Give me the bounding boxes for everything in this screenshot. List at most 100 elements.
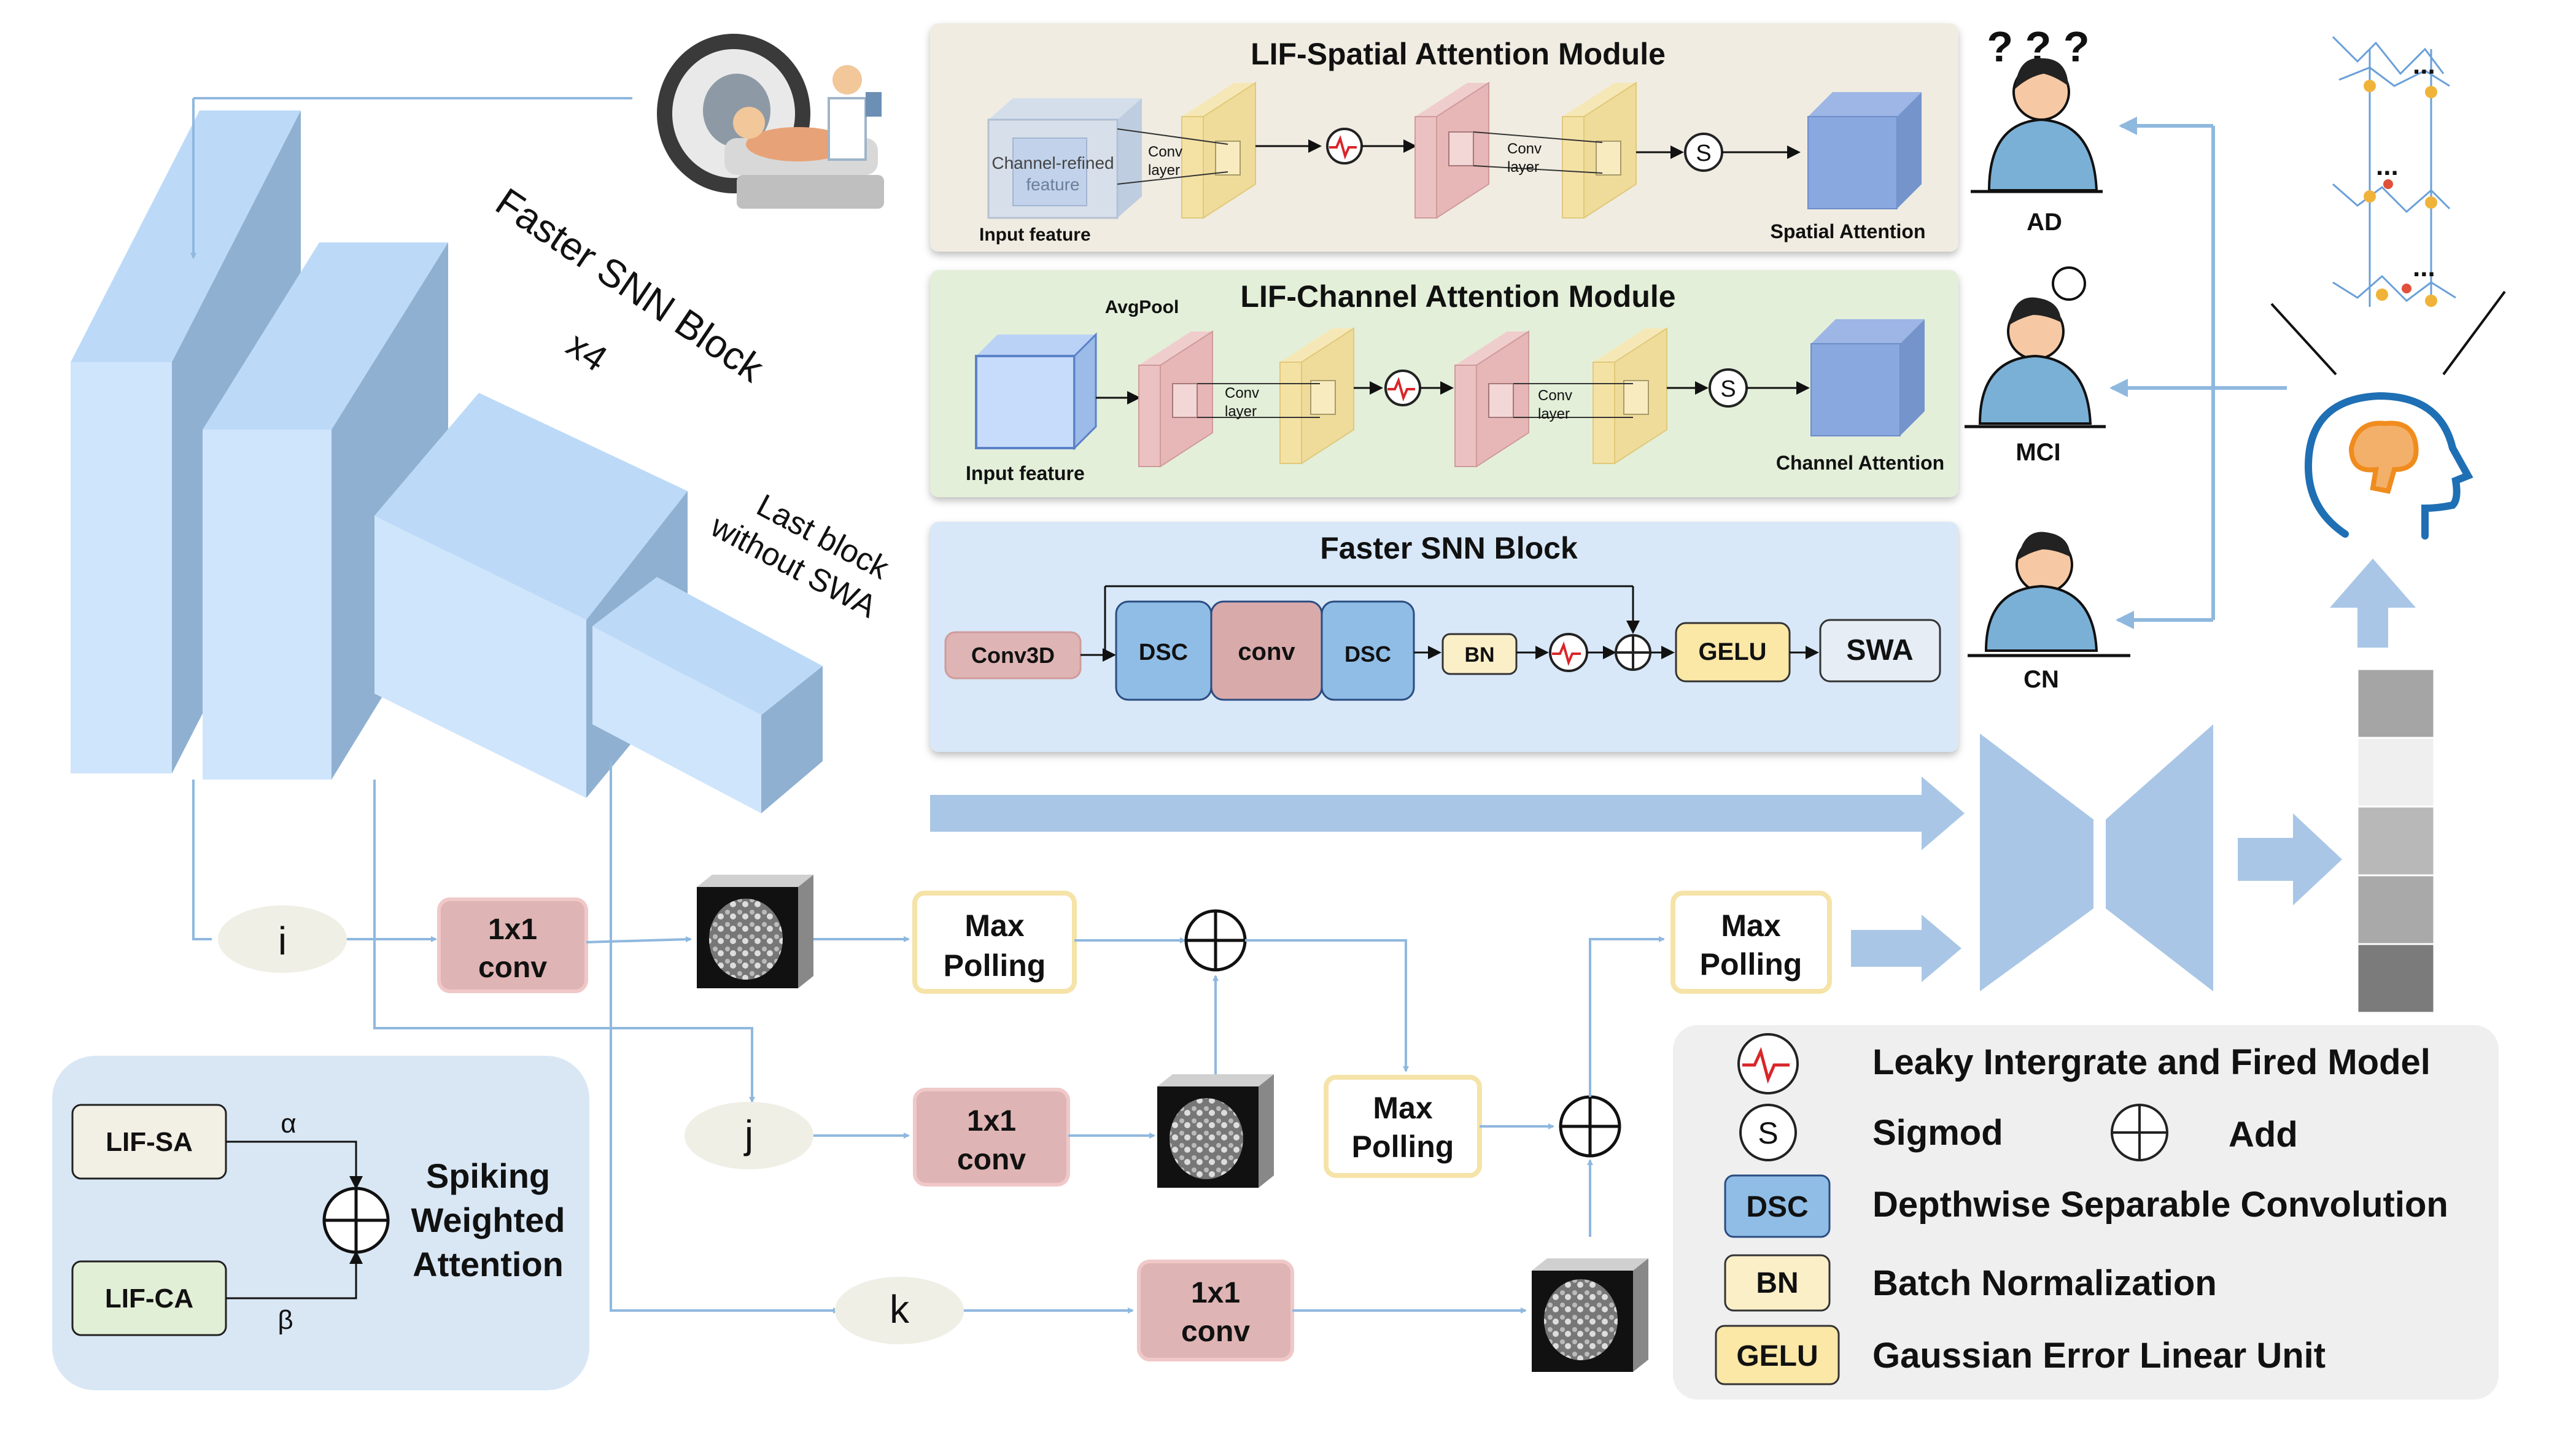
- spatial-conv-label-1a: Conv: [1148, 144, 1182, 160]
- channel-conv-layer-1: [1279, 327, 1354, 465]
- alpha-label: α: [281, 1109, 296, 1139]
- decoder-to-bar-arrow: [2238, 813, 2342, 905]
- mri-scanner-icon: [657, 34, 884, 209]
- svg-text:...: ...: [2413, 252, 2435, 282]
- spatial-sigmoid-icon: S: [1684, 133, 1723, 172]
- conv1x1-k: 1x1 conv: [1137, 1260, 1294, 1361]
- svg-text:i: i: [278, 919, 287, 963]
- legend-sigmod-label: Sigmod: [1872, 1113, 2003, 1153]
- spatial-conv-label-1b: layer: [1148, 162, 1180, 179]
- svg-text:Polling: Polling: [1352, 1129, 1454, 1164]
- faster-add-icon: [1615, 634, 1651, 671]
- brain-slice-icon-j: [1157, 1074, 1274, 1188]
- channel-conv-label-2a: Conv: [1538, 387, 1572, 404]
- channel-conv-layer-3: [1593, 327, 1667, 465]
- svg-text:conv: conv: [1181, 1315, 1250, 1348]
- spatial-conv-layer-1: [1181, 82, 1256, 219]
- spatial-panel-title: LIF-Spatial Attention Module: [1251, 37, 1666, 71]
- svg-text:conv: conv: [478, 951, 547, 984]
- dsc-box-2: DSC: [1321, 600, 1415, 701]
- dsc-box-1: DSC: [1115, 600, 1212, 701]
- channel-attention-cube: [1810, 319, 1925, 436]
- faster-panel-title: Faster SNN Block: [1320, 531, 1578, 565]
- lif-ca-box: LIF-CA: [71, 1260, 227, 1336]
- svg-text:GELU: GELU: [1698, 638, 1766, 665]
- maxpool-2: Max Polling: [1324, 1075, 1482, 1178]
- svg-text:Max: Max: [964, 908, 1024, 943]
- conv-box: conv: [1210, 600, 1323, 701]
- spatial-feature-label: feature: [1026, 175, 1079, 194]
- svg-text:conv: conv: [1238, 638, 1295, 665]
- spatial-input-feature-label: Input feature: [979, 225, 1091, 245]
- spatial-channel-refined-label: Channel-refined: [991, 153, 1114, 172]
- mci-label: MCI: [2016, 439, 2060, 466]
- main-feature-arrow: [930, 776, 1965, 850]
- svg-text:BN: BN: [1756, 1267, 1798, 1299]
- swatt-label-1: Spiking: [426, 1156, 550, 1195]
- ad-patient-icon: ? ? ?: [1971, 23, 2103, 193]
- svg-text:SWA: SWA: [1846, 634, 1913, 667]
- beta-label: β: [277, 1305, 293, 1335]
- spatial-conv-label-2a: Conv: [1507, 141, 1542, 157]
- svg-text:S: S: [1720, 376, 1736, 402]
- svg-text:LIF-SA: LIF-SA: [106, 1127, 193, 1157]
- channel-avgpool-label: AvgPool: [1105, 297, 1179, 317]
- legend-sigmoid-icon: S: [1739, 1104, 1797, 1161]
- faster-snn-block-label: Faster SNN Block: [488, 179, 772, 391]
- svg-text:k: k: [890, 1287, 910, 1331]
- svg-text:GELU: GELU: [1736, 1340, 1818, 1373]
- cn-patient-icon: [1968, 532, 2130, 657]
- svg-text:S: S: [1696, 141, 1711, 166]
- branch-i: i: [218, 905, 347, 973]
- faster-lif-spike-icon: [1549, 633, 1588, 672]
- x4-label: x4: [559, 323, 615, 379]
- swa-box: SWA: [1819, 619, 1941, 683]
- legend-dsc-box: DSC: [1724, 1174, 1831, 1238]
- spatial-attention-label: Spatial Attention: [1770, 220, 1925, 242]
- channel-input-cube: [975, 332, 1097, 451]
- cn-label: CN: [2023, 666, 2059, 693]
- legend-dsc-label: Depthwise Separable Convolution: [1872, 1185, 2448, 1225]
- conv1x1-i: 1x1 conv: [437, 897, 588, 993]
- channel-conv-label-1a: Conv: [1225, 385, 1259, 401]
- svg-text:...: ...: [2376, 151, 2399, 181]
- neuron-network-icon: ... ... ...: [2321, 18, 2462, 319]
- output-bar-segment: [2356, 737, 2435, 808]
- swatt-label-3: Attention: [413, 1245, 564, 1284]
- channel-input-feature-label: Input feature: [966, 462, 1085, 484]
- svg-text:LIF-CA: LIF-CA: [105, 1284, 193, 1314]
- svg-text:1x1: 1x1: [488, 913, 537, 946]
- spatial-input-cube: [987, 98, 1142, 219]
- svg-text:Polling: Polling: [944, 948, 1046, 983]
- svg-text:Max: Max: [1373, 1091, 1432, 1125]
- conv1x1-j: 1x1 conv: [913, 1088, 1070, 1187]
- legend-bn-box: BN: [1724, 1254, 1831, 1312]
- add-icon-1: [1184, 909, 1247, 972]
- svg-text:BN: BN: [1464, 643, 1494, 667]
- hourglass-decoder-icon: [1980, 724, 2213, 991]
- branch-j: j: [685, 1102, 813, 1169]
- maxpool-1: Max Polling: [912, 891, 1077, 994]
- faster-snn-block-stack: [71, 110, 823, 813]
- svg-text:DSC: DSC: [1139, 640, 1188, 665]
- channel-sigmoid-icon: S: [1709, 368, 1748, 408]
- brain-slice-icon-k: [1532, 1258, 1648, 1372]
- bn-box: BN: [1441, 633, 1518, 675]
- svg-text:Max: Max: [1721, 908, 1780, 943]
- channel-lif-spike-icon: [1384, 370, 1421, 406]
- branch-k: k: [835, 1277, 964, 1344]
- legend-lif-label: Leaky Intergrate and Fired Model: [1872, 1042, 2431, 1082]
- spatial-attention-cube: [1807, 92, 1922, 209]
- output-bar-segment: [2356, 668, 2435, 739]
- up-arrow-icon: [2330, 559, 2416, 648]
- maxpool-3: Max Polling: [1670, 891, 1832, 994]
- svg-text:Conv3D: Conv3D: [971, 643, 1055, 668]
- legend-gelu-label: Gaussian Error Linear Unit: [1872, 1336, 2326, 1376]
- legend-add-label: Add: [2229, 1115, 2298, 1155]
- svg-text:...: ...: [2413, 50, 2435, 80]
- svg-text:1x1: 1x1: [967, 1105, 1016, 1137]
- svg-text:1x1: 1x1: [1191, 1277, 1240, 1309]
- swatt-label-2: Weighted: [411, 1201, 565, 1239]
- spatial-conv-label-2b: layer: [1507, 159, 1539, 176]
- gelu-box: GELU: [1675, 622, 1791, 683]
